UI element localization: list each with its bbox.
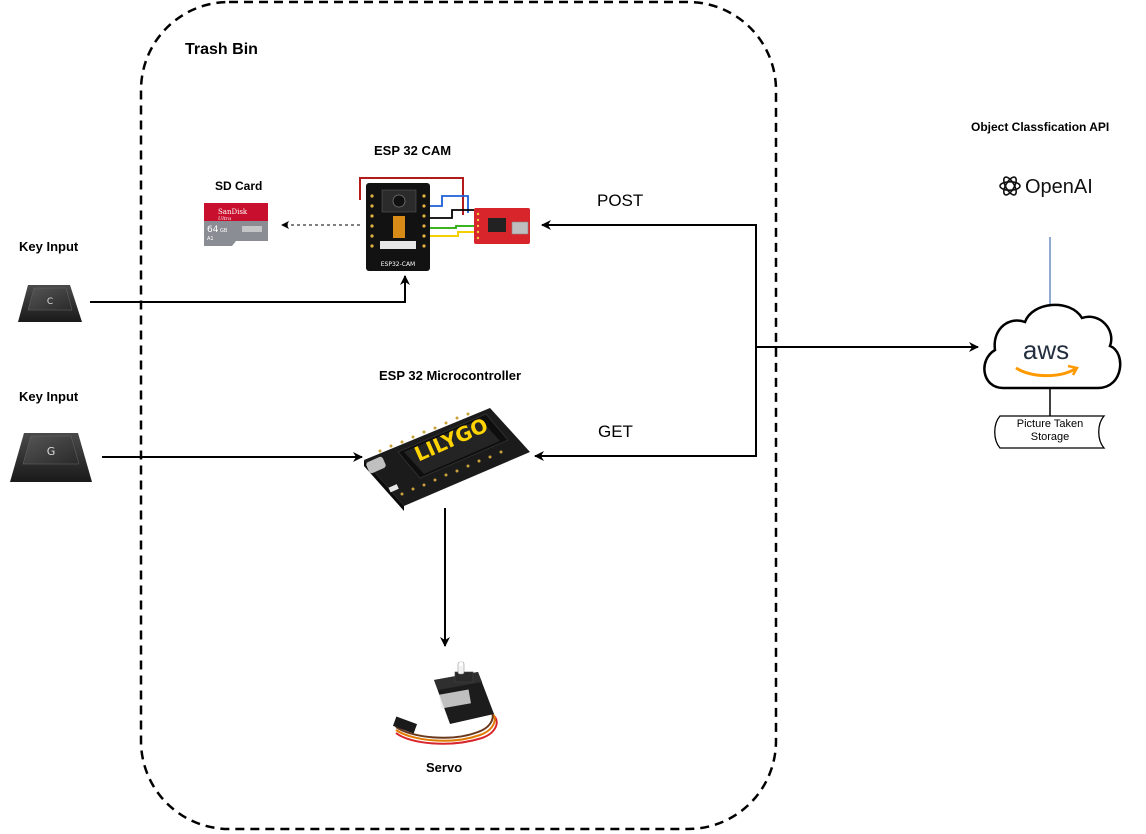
trash-bin-container: [139, 0, 778, 831]
servo-icon: [392, 661, 498, 745]
servo-title: Servo: [426, 760, 463, 775]
key-input-1-label: Key Input: [19, 239, 79, 254]
keyboard-key-1-icon: C: [18, 285, 82, 322]
esp32-cam-board-text: ESP32-CAM: [381, 261, 416, 268]
aws-text: aws: [1023, 335, 1069, 365]
picture-storage-shape: [994, 415, 1106, 449]
post-label: POST: [597, 191, 644, 210]
esp32-cam-title: ESP 32 CAM: [374, 143, 452, 158]
key1-to-cam-connector: [90, 275, 410, 303]
picture-storage-label: Picture Taken Storage: [1016, 418, 1084, 443]
post-connector: [541, 220, 978, 348]
sd-card-icon: SanDisk Ultra 64 GB A1: [204, 203, 268, 246]
esp32-microcontroller-icon: LILYGO: [364, 408, 530, 511]
keyboard-key-2-icon: G: [10, 433, 92, 482]
aws-cloud-icon: aws: [983, 303, 1122, 390]
sd-card-class: A1: [207, 236, 214, 242]
key-1-letter: C: [47, 297, 53, 307]
get-connector: [534, 347, 757, 461]
sd-card-brand: SanDisk: [218, 208, 248, 216]
sd-card-unit: GB: [220, 228, 228, 234]
sd-card-capacity: 64: [207, 225, 219, 235]
trash-bin-title: Trash Bin: [185, 41, 258, 58]
sd-card-title: SD Card: [215, 179, 263, 193]
sd-card-line: Ultra: [218, 216, 231, 222]
esp32-cam-icon: ESP32-CAM: [359, 177, 530, 271]
openai-text: OpenAI: [1025, 176, 1093, 198]
esp32-micro-title: ESP 32 Microcontroller: [379, 368, 522, 383]
key-2-letter: G: [47, 445, 56, 458]
api-title: Object Classfication API: [971, 120, 1110, 134]
get-label: GET: [598, 422, 633, 441]
key-input-2-label: Key Input: [19, 389, 79, 404]
openai-logo-icon: [999, 176, 1021, 196]
